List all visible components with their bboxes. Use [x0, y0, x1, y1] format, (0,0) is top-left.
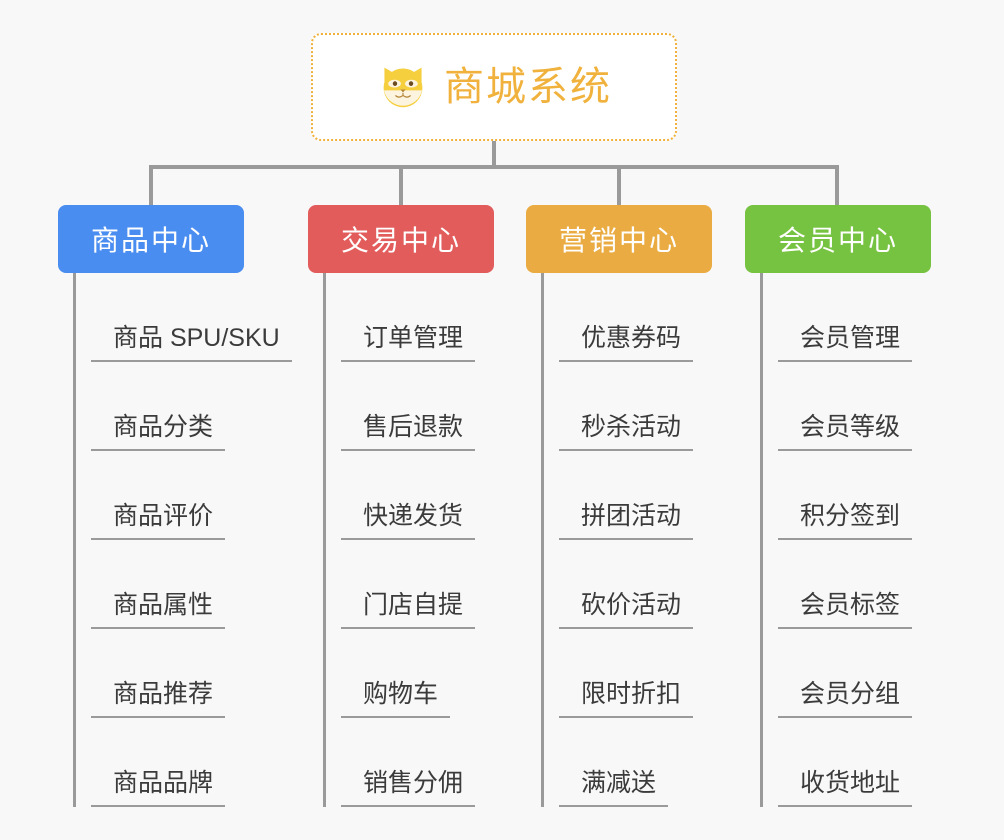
list-item[interactable]: 快递发货 [341, 451, 494, 540]
leaf-label: 会员标签 [778, 591, 913, 629]
branch-items-product-center: 商品 SPU/SKU 商品分类 商品评价 商品属性 商品推荐 商品品牌 [73, 273, 292, 807]
list-item[interactable]: 售后退款 [341, 362, 494, 451]
root-node[interactable]: 商城系统 [311, 33, 677, 141]
shiba-dog-icon [383, 67, 423, 108]
leaf-label: 商品品牌 [91, 769, 226, 807]
leaf-label: 收货地址 [778, 769, 913, 807]
leaf-label: 会员分组 [778, 680, 913, 718]
list-item[interactable]: 商品评价 [91, 451, 292, 540]
leaf-label: 门店自提 [341, 591, 476, 629]
leaf-label: 销售分佣 [341, 769, 476, 807]
leaf-label: 满减送 [559, 769, 669, 807]
list-item[interactable]: 商品 SPU/SKU [91, 273, 292, 362]
leaf-label: 商品分类 [91, 413, 226, 451]
list-item[interactable]: 会员管理 [778, 273, 931, 362]
branch-header-marketing-center[interactable]: 营销中心 [526, 205, 712, 273]
leaf-label: 积分签到 [778, 502, 913, 540]
list-item[interactable]: 会员等级 [778, 362, 931, 451]
leaf-label: 会员等级 [778, 413, 913, 451]
leaf-label: 砍价活动 [559, 591, 694, 629]
list-item[interactable]: 购物车 [341, 629, 494, 718]
leaf-label: 商品 SPU/SKU [91, 324, 292, 362]
branch-header-trade-center[interactable]: 交易中心 [308, 205, 494, 273]
branch-header-label: 交易中心 [340, 225, 461, 256]
leaf-label: 商品推荐 [91, 680, 226, 718]
list-item[interactable]: 门店自提 [341, 540, 494, 629]
list-item[interactable]: 商品品牌 [91, 718, 292, 807]
list-item[interactable]: 会员分组 [778, 629, 931, 718]
leaf-label: 售后退款 [341, 413, 476, 451]
branch-column-product-center: 商品中心 商品 SPU/SKU 商品分类 商品评价 商品属性 商品推荐 商品品牌 [58, 205, 292, 807]
branch-header-member-center[interactable]: 会员中心 [745, 205, 931, 273]
list-item[interactable]: 限时折扣 [559, 629, 712, 718]
leaf-label: 秒杀活动 [559, 413, 694, 451]
leaf-label: 商品评价 [91, 502, 226, 540]
list-item[interactable]: 商品分类 [91, 362, 292, 451]
branch-column-trade-center: 交易中心 订单管理 售后退款 快递发货 门店自提 购物车 销售分佣 [308, 205, 494, 807]
list-item[interactable]: 收货地址 [778, 718, 931, 807]
list-item[interactable]: 商品属性 [91, 540, 292, 629]
branch-column-member-center: 会员中心 会员管理 会员等级 积分签到 会员标签 会员分组 收货地址 [745, 205, 931, 807]
list-item[interactable]: 会员标签 [778, 540, 931, 629]
leaf-label: 优惠券码 [559, 324, 694, 362]
leaf-label: 商品属性 [91, 591, 226, 629]
leaf-label: 购物车 [341, 680, 451, 718]
leaf-label: 限时折扣 [559, 680, 694, 718]
branch-header-product-center[interactable]: 商品中心 [58, 205, 244, 273]
branch-column-marketing-center: 营销中心 优惠券码 秒杀活动 拼团活动 砍价活动 限时折扣 满减送 [526, 205, 712, 807]
leaf-label: 订单管理 [341, 324, 476, 362]
list-item[interactable]: 砍价活动 [559, 540, 712, 629]
list-item[interactable]: 积分签到 [778, 451, 931, 540]
list-item[interactable]: 销售分佣 [341, 718, 494, 807]
branch-header-label: 会员中心 [777, 225, 898, 256]
leaf-label: 会员管理 [778, 324, 913, 362]
branch-header-label: 营销中心 [558, 225, 679, 256]
list-item[interactable]: 满减送 [559, 718, 712, 807]
branch-header-label: 商品中心 [90, 225, 211, 256]
branch-items-trade-center: 订单管理 售后退款 快递发货 门店自提 购物车 销售分佣 [323, 273, 494, 807]
branch-items-marketing-center: 优惠券码 秒杀活动 拼团活动 砍价活动 限时折扣 满减送 [541, 273, 712, 807]
list-item[interactable]: 订单管理 [341, 273, 494, 362]
leaf-label: 拼团活动 [559, 502, 694, 540]
list-item[interactable]: 优惠券码 [559, 273, 712, 362]
leaf-label: 快递发货 [341, 502, 476, 540]
list-item[interactable]: 秒杀活动 [559, 362, 712, 451]
list-item[interactable]: 商品推荐 [91, 629, 292, 718]
root-title: 商城系统 [444, 65, 612, 109]
list-item[interactable]: 拼团活动 [559, 451, 712, 540]
branch-items-member-center: 会员管理 会员等级 积分签到 会员标签 会员分组 收货地址 [760, 273, 931, 807]
